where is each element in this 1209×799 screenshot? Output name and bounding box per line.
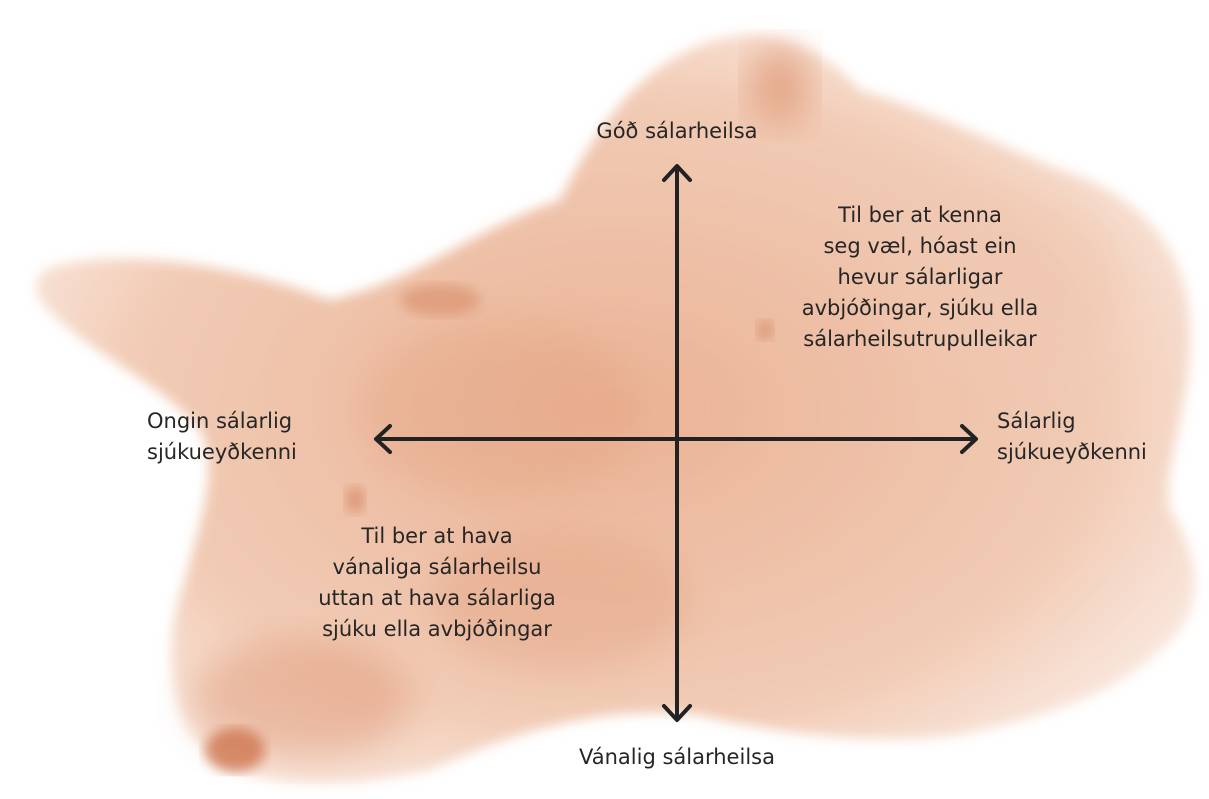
axis-label-right: Sálarlig sjúkueyðkenni bbox=[997, 409, 1147, 464]
quadrant-text-top-right: Til ber at kenna seg væl, hóast ein hevu… bbox=[801, 203, 1039, 351]
axis-label-bottom: Vánalig sálarheilsa bbox=[579, 745, 775, 769]
axis-label-left: Ongin sálarlig sjúkueyðkenni bbox=[147, 409, 297, 464]
axis-label-top: Góð sálarheilsa bbox=[596, 119, 758, 143]
arrow-right-icon bbox=[960, 424, 978, 454]
quadrant-text-bottom-left: Til ber at hava vánaliga sálarheilsu utt… bbox=[318, 524, 556, 641]
arrow-down-icon bbox=[662, 704, 692, 722]
arrow-up-icon bbox=[662, 164, 692, 182]
arrow-left-icon bbox=[374, 424, 392, 454]
watercolor-shape bbox=[36, 35, 1196, 784]
